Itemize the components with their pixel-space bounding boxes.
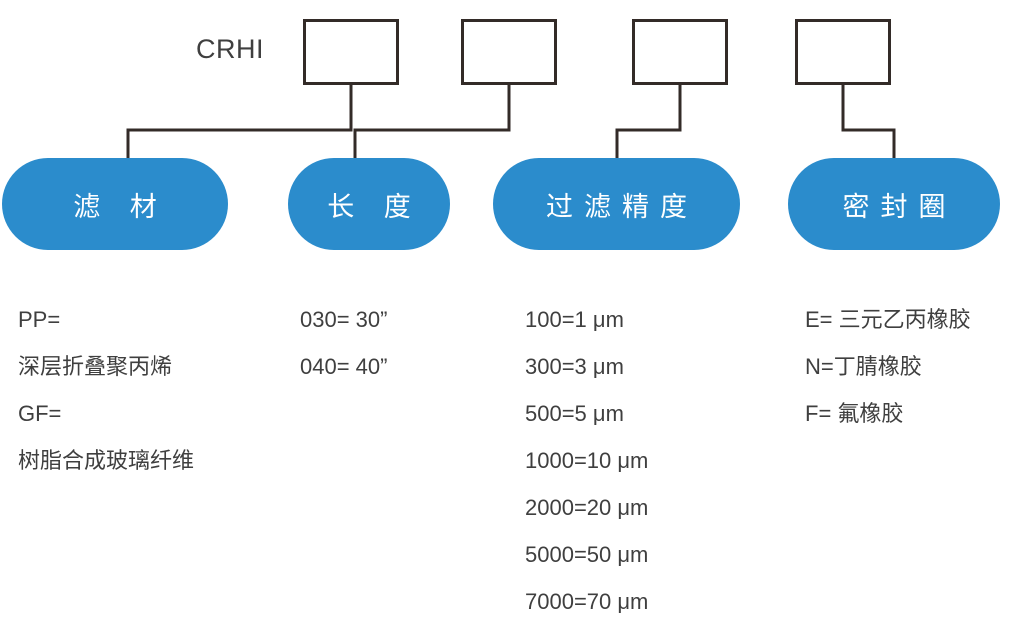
option-item: 7000=70 μm [525,589,649,614]
option-item: 100=1 μm [525,307,624,332]
option-item: 树脂合成玻璃纤维 [18,448,195,473]
category-label-sealing-ring: 密封圈 [842,191,957,222]
code-box-1[interactable] [303,19,399,85]
option-item: 1000=10 μm [525,448,649,473]
connector-box4-to-sealing-ring [841,83,896,162]
option-list-filter-media: PP= 深层折叠聚丙烯 GF= 树脂合成玻璃纤维 [18,296,288,484]
option-item: 2000=20 μm [525,495,649,520]
option-item: N=丁腈橡胶 [805,354,922,379]
category-pill-filtration-rating[interactable]: 过滤精度 [493,158,740,250]
option-item: 500=5 μm [525,401,624,426]
option-item: F= 氟橡胶 [805,401,904,426]
connector-box3-to-filtration-rating [615,83,682,162]
option-item: 5000=50 μm [525,542,649,567]
option-list-filtration-rating: 100=1 μm 300=3 μm 500=5 μm 1000=10 μm 2000=2… [525,296,795,625]
option-item: GF= [18,401,62,426]
option-item: 深层折叠聚丙烯 [18,354,173,379]
prefix-code-label: CRHI [196,34,264,64]
option-list-sealing-ring: E= 三元乙丙橡胶 N=丁腈橡胶 F= 氟橡胶 [805,296,1009,437]
option-item: E= 三元乙丙橡胶 [805,307,971,332]
category-pill-sealing-ring[interactable]: 密封圈 [788,158,1000,250]
category-label-length: 长 度 [327,191,422,222]
option-item: 300=3 μm [525,354,624,379]
category-label-filtration-rating: 过滤精度 [546,191,698,222]
option-list-length: 030= 30” 040= 40” [300,296,515,390]
option-item: 040= 40” [300,354,388,379]
connector-box1-to-filter-media [126,83,353,162]
option-item: PP= [18,307,61,332]
option-item: 030= 30” [300,307,388,332]
category-label-filter-media: 滤 材 [73,191,168,222]
code-box-3[interactable] [632,19,728,85]
code-box-2[interactable] [461,19,557,85]
connector-box2-to-length [353,83,511,162]
category-pill-length[interactable]: 长 度 [288,158,450,250]
code-box-4[interactable] [795,19,891,85]
category-pill-filter-media[interactable]: 滤 材 [2,158,228,250]
